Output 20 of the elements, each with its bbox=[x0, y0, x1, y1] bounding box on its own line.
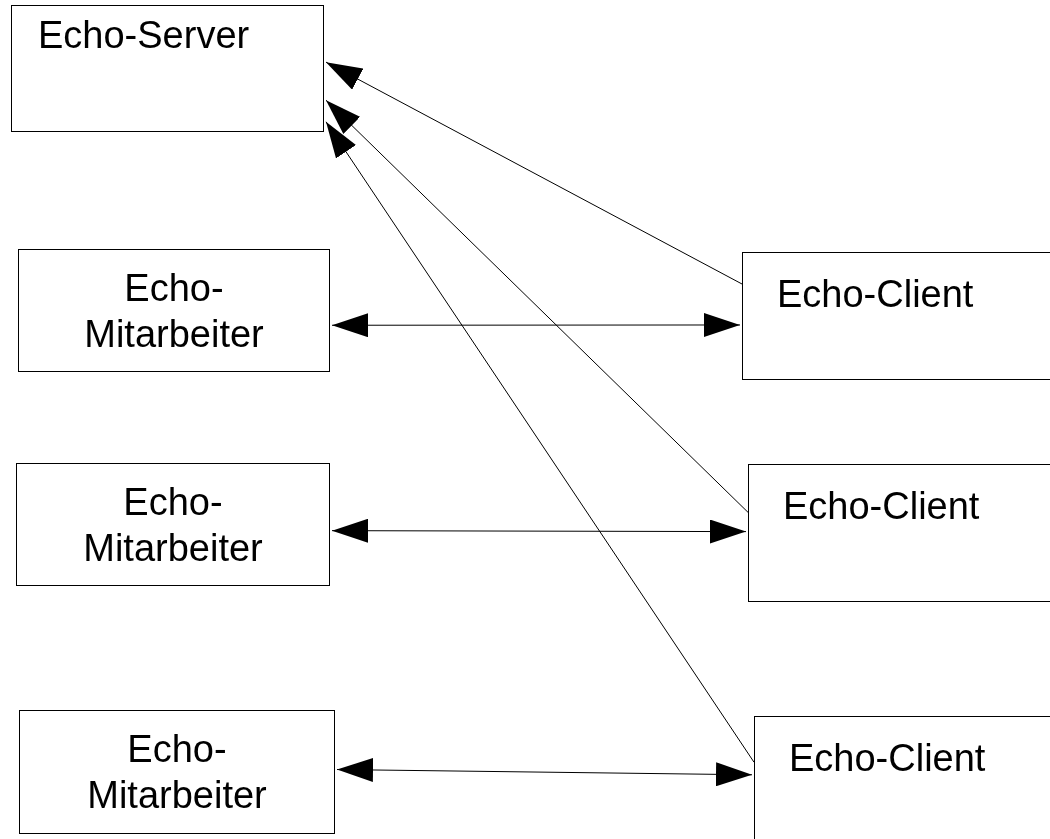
box-label: Echo- Mitarbeiter bbox=[82, 479, 264, 571]
double-arrow bbox=[331, 313, 741, 338]
box-label: Echo- Mitarbeiter bbox=[83, 265, 265, 357]
box-label: Echo-Server bbox=[38, 13, 250, 58]
process-box bbox=[742, 252, 1050, 380]
process-box bbox=[19, 710, 335, 834]
process-box bbox=[18, 249, 330, 372]
arrow bbox=[325, 99, 749, 513]
process-box bbox=[16, 463, 330, 586]
box-label: Echo-Client bbox=[789, 736, 986, 781]
box-label: Echo-Client bbox=[783, 484, 980, 529]
arrow bbox=[325, 121, 755, 763]
process-box bbox=[748, 464, 1050, 602]
double-arrow bbox=[331, 518, 747, 544]
process-box bbox=[754, 716, 1050, 839]
arrow bbox=[325, 61, 743, 285]
double-arrow bbox=[336, 758, 753, 787]
box-label: Echo-Client bbox=[777, 272, 974, 317]
box-label: Echo- Mitarbeiter bbox=[86, 727, 268, 818]
process-box bbox=[11, 5, 324, 132]
